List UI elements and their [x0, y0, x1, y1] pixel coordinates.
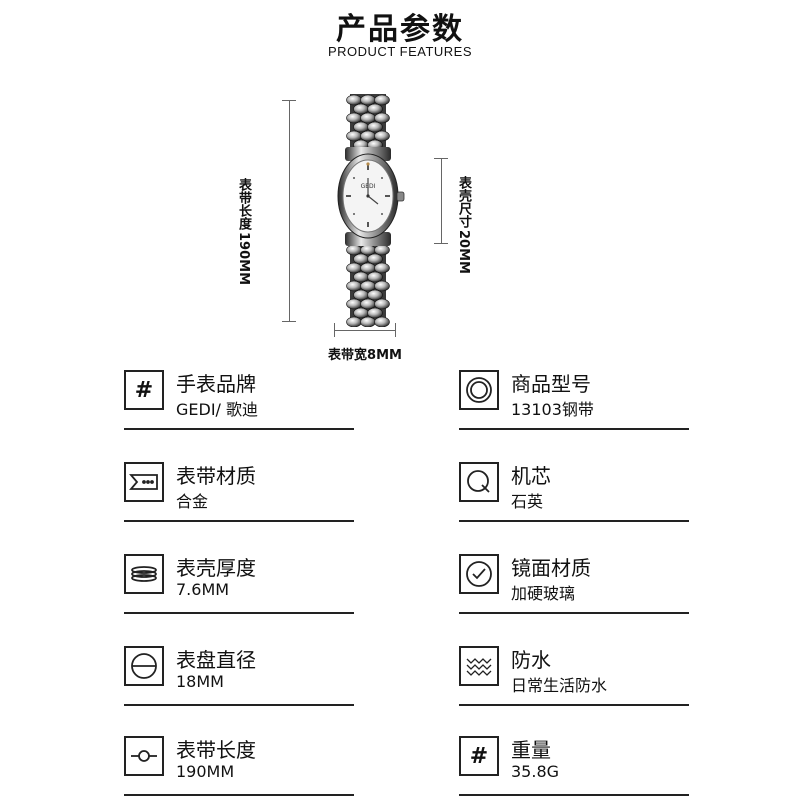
- strap-width-tick-left: [334, 323, 335, 337]
- strap-width-label: 表带宽8MM: [328, 348, 402, 363]
- hash-icon: #: [459, 736, 499, 776]
- strap-bead: [367, 307, 383, 319]
- concentric-circle-icon: [459, 370, 499, 410]
- feature-value: 合金: [176, 492, 209, 511]
- watch-image: GEDI: [337, 94, 405, 327]
- feature-title: 防水: [511, 648, 551, 672]
- strap-bead: [346, 316, 362, 327]
- feature-value: 13103钢带: [511, 400, 594, 419]
- strap-icon: [124, 462, 164, 502]
- case-size-dimension-line: [441, 158, 442, 244]
- water-wave-icon: [459, 646, 499, 686]
- strap-length-label: 表带长度: [236, 178, 251, 230]
- strap-bead: [360, 94, 376, 106]
- dial-diameter-icon: [124, 646, 164, 686]
- case-size-tick-top: [434, 158, 448, 159]
- dial-markers: [346, 162, 390, 227]
- strap-bead: [367, 289, 383, 301]
- strap-length-dimension-line: [289, 100, 290, 322]
- strap-length-value: 190MM: [236, 232, 251, 286]
- case-size-tick-bottom: [434, 243, 448, 244]
- feature-title: 表带材质: [176, 464, 256, 488]
- feature-item: # 手表品牌 GEDI/ 歌迪: [124, 370, 354, 430]
- strap-bead: [353, 253, 369, 265]
- strap-bead: [374, 94, 390, 106]
- strap-bead: [353, 289, 369, 301]
- strap-width-tick-right: [395, 323, 396, 337]
- page-title: 产品参数: [336, 12, 464, 47]
- strap-bead: [374, 244, 390, 256]
- strap-bead: [360, 298, 376, 310]
- strap-bead: [360, 316, 376, 327]
- feature-value: 日常生活防水: [511, 676, 608, 695]
- strap-length-label-group: 190MM 表带长度: [236, 178, 251, 286]
- feature-title: 表壳厚度: [176, 556, 256, 580]
- strap-bead: [346, 244, 362, 256]
- feature-title: 重量: [511, 738, 551, 762]
- strap-bead: [346, 130, 362, 142]
- case-size-value: 20MM: [456, 230, 471, 274]
- feature-value: 190MM: [176, 762, 235, 781]
- strap-bead: [374, 262, 390, 274]
- strap-bead: [367, 253, 383, 265]
- strap-bead: [374, 298, 390, 310]
- feature-title: 镜面材质: [511, 556, 591, 580]
- strap-bead: [374, 112, 390, 124]
- feature-item: 商品型号 13103钢带: [459, 370, 689, 430]
- feature-title: 表盘直径: [176, 648, 256, 672]
- strap-bead: [353, 307, 369, 319]
- feature-item: 机芯石英: [459, 462, 689, 522]
- case-size-label: 表壳尺寸: [456, 176, 471, 228]
- hash-icon: #: [124, 370, 164, 410]
- upper-strap: [346, 94, 390, 154]
- feature-item: 防水日常生活防水: [459, 646, 689, 706]
- strap-bead: [346, 112, 362, 124]
- feature-title: 机芯: [511, 464, 551, 488]
- feature-title: 手表品牌: [176, 372, 256, 396]
- check-circle-icon: [459, 554, 499, 594]
- feature-value: 18MM: [176, 672, 224, 691]
- strap-bead: [367, 121, 383, 133]
- strap-length-tick-top: [282, 100, 296, 101]
- strap-bead: [346, 262, 362, 274]
- strap-bead: [353, 103, 369, 115]
- strap-length-tick-bottom: [282, 321, 296, 322]
- strap-bead: [360, 244, 376, 256]
- feature-item: 镜面材质加硬玻璃: [459, 554, 689, 614]
- feature-item: 表带材质合金: [124, 462, 354, 522]
- movement-q-icon: [459, 462, 499, 502]
- strap-bead: [374, 130, 390, 142]
- strap-bead: [346, 94, 362, 106]
- feature-value: 石英: [511, 492, 544, 511]
- strap-bead: [360, 280, 376, 292]
- strap-bead: [353, 121, 369, 133]
- strap-bead: [360, 130, 376, 142]
- case-size-label-group: 20MM 表壳尺寸: [456, 176, 471, 274]
- strap-bead: [374, 316, 390, 327]
- strap-width-dimension-line: [334, 330, 396, 331]
- feature-title: 商品型号: [511, 372, 591, 396]
- strap-length-icon: [124, 736, 164, 776]
- strap-bead: [353, 271, 369, 283]
- strap-bead: [367, 271, 383, 283]
- strap-bead: [360, 112, 376, 124]
- strap-bead: [346, 280, 362, 292]
- strap-bead: [374, 280, 390, 292]
- strap-bead: [367, 103, 383, 115]
- feature-title: 表带长度: [176, 738, 256, 762]
- feature-value: 7.6MM: [176, 580, 230, 599]
- page-subtitle: PRODUCT FEATURES: [327, 44, 473, 59]
- lower-strap: [346, 242, 390, 327]
- feature-value: 加硬玻璃: [511, 584, 576, 603]
- case-thickness-icon: [124, 554, 164, 594]
- feature-value: 35.8G: [511, 762, 560, 781]
- strap-bead: [346, 298, 362, 310]
- feature-value: GEDI/ 歌迪: [176, 400, 259, 419]
- strap-bead: [360, 262, 376, 274]
